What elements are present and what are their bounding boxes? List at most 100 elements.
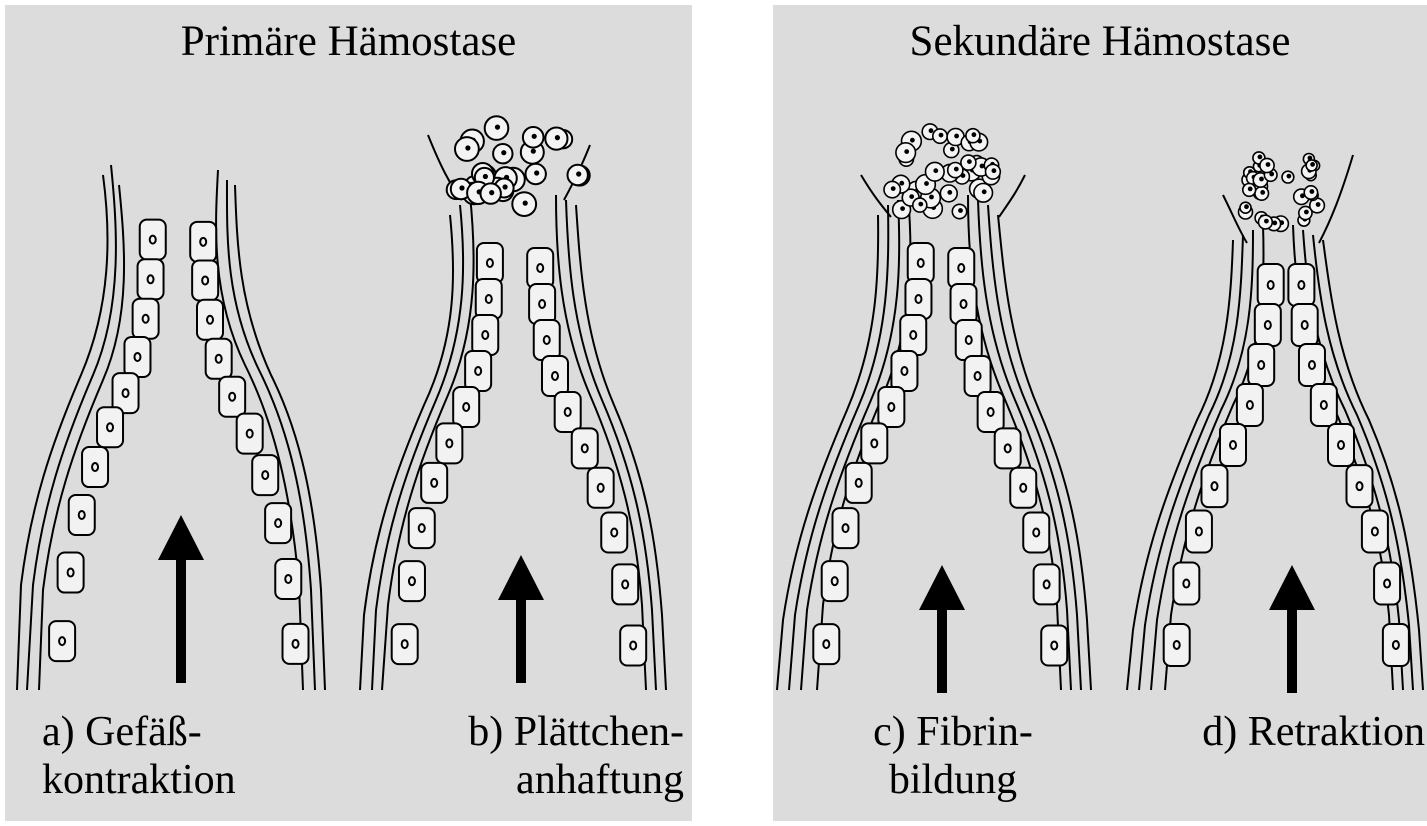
- platelet-granule: [901, 207, 904, 210]
- endothelial-cell: [465, 351, 491, 391]
- endothelial-cell: [219, 377, 245, 417]
- platelet-granule: [929, 129, 932, 132]
- caption-a-line2: kontraktion: [42, 756, 236, 804]
- platelet-granule: [1270, 172, 1273, 175]
- endothelial-cell: [477, 243, 503, 283]
- endothelial-cell: [948, 248, 974, 288]
- endothelial-cell: [601, 513, 627, 553]
- platelet-granule: [1305, 210, 1308, 213]
- platelet-granule: [900, 182, 903, 185]
- endothelial-cell: [813, 624, 839, 664]
- platelet-granule: [1249, 187, 1252, 190]
- platelet-granule: [502, 151, 505, 154]
- endothelial-cell: [138, 259, 164, 299]
- panel-primary-hemostasis: Primäre Hämostase: [5, 5, 692, 821]
- panel-title-primary: Primäre Hämostase: [5, 17, 692, 66]
- endothelial-cell: [978, 392, 1004, 432]
- endothelial-cell: [1374, 563, 1400, 605]
- platelet-granule: [1311, 163, 1314, 166]
- platelet-granule: [925, 182, 928, 185]
- endothelial-cell: [409, 508, 435, 548]
- vessel-platelet-adhesion-diagram: [350, 105, 690, 695]
- platelet-granule: [968, 160, 971, 163]
- endothelial-cell: [620, 625, 646, 665]
- platelet-granule: [959, 209, 962, 212]
- platelet-granule: [1287, 175, 1290, 178]
- endothelial-cell: [1255, 304, 1281, 346]
- caption-c: c) Fibrin- bildung: [833, 708, 1073, 804]
- endothelial-cell: [275, 559, 301, 599]
- endothelial-cell: [453, 387, 479, 427]
- caption-b: b) Plättchen- anhaftung: [468, 708, 684, 804]
- endothelial-cell: [82, 447, 108, 487]
- endothelial-cell: [1383, 624, 1409, 666]
- platelet-granule: [484, 175, 487, 178]
- vessel-contraction-diagram: [13, 165, 343, 695]
- endothelial-cell: [900, 315, 926, 355]
- endothelial-cell: [283, 624, 309, 664]
- platelet-granule: [930, 195, 933, 198]
- endothelial-cell: [69, 495, 95, 535]
- vessel-fibrin-formation-diagram: [773, 105, 1103, 695]
- endothelial-cell: [1023, 513, 1049, 553]
- endothelial-cell: [1292, 304, 1318, 346]
- platelet-granule: [504, 185, 507, 188]
- endothelial-cell: [555, 392, 581, 432]
- endothelial-cell: [197, 300, 223, 340]
- platelet-granule: [1258, 155, 1261, 158]
- vessel-retraction-diagram: [1113, 105, 1427, 695]
- endothelial-cell: [58, 553, 84, 593]
- endothelial-cell: [846, 463, 872, 503]
- platelet-granule: [1301, 194, 1304, 197]
- endothelial-cell: [133, 299, 159, 339]
- endothelial-cell: [995, 428, 1021, 468]
- endothelial-cell: [527, 248, 553, 288]
- platelet-granule: [556, 136, 559, 139]
- platelet-granule: [1260, 177, 1263, 180]
- platelet-granule: [955, 134, 958, 137]
- platelet-granule: [1310, 190, 1313, 193]
- endothelial-cell: [965, 356, 991, 396]
- platelet-granule: [948, 191, 951, 194]
- endothelial-cell: [833, 508, 859, 548]
- platelet-granule: [934, 169, 937, 172]
- platelet-granule: [983, 190, 986, 193]
- platelet-granule: [910, 195, 913, 198]
- platelet-granule: [951, 148, 954, 151]
- endothelial-cell: [49, 621, 75, 661]
- platelet-granule: [1261, 191, 1264, 194]
- platelet-granule: [1265, 220, 1268, 223]
- caption-a-line1: a) Gefäß-: [42, 708, 236, 756]
- endothelial-cell: [542, 356, 568, 396]
- caption-c-line2: bildung: [833, 756, 1073, 804]
- platelet-granule: [892, 187, 895, 190]
- platelet-granule: [972, 133, 975, 136]
- endothelial-cell: [1164, 624, 1190, 666]
- platelet-granule: [533, 135, 536, 138]
- platelet-granule: [1245, 205, 1248, 208]
- platelet-granule: [490, 191, 493, 194]
- endothelial-cell: [951, 284, 977, 324]
- endothelial-cell: [265, 503, 291, 543]
- endothelial-cell: [1034, 564, 1060, 604]
- caption-a: a) Gefäß- kontraktion: [42, 708, 236, 804]
- platelet-granule: [1273, 221, 1276, 224]
- endothelial-cell: [1311, 384, 1337, 426]
- endothelial-cell: [529, 284, 555, 324]
- endothelial-cell: [421, 463, 447, 503]
- platelet-granule: [905, 150, 908, 153]
- platelet-granule: [911, 139, 914, 142]
- endothelial-cell: [534, 320, 560, 360]
- panel-title-secondary: Sekundäre Hämostase: [773, 17, 1427, 66]
- platelet-granule: [532, 150, 535, 153]
- endothelial-cell: [612, 564, 638, 604]
- endothelial-cell: [891, 351, 917, 391]
- endothelial-cell: [476, 279, 502, 319]
- endothelial-cell: [97, 407, 123, 447]
- endothelial-cell: [1186, 510, 1212, 552]
- endothelial-cell: [1248, 344, 1274, 386]
- endothelial-cell: [1201, 465, 1227, 507]
- platelet-granule: [535, 171, 538, 174]
- platelet-granule: [524, 202, 527, 205]
